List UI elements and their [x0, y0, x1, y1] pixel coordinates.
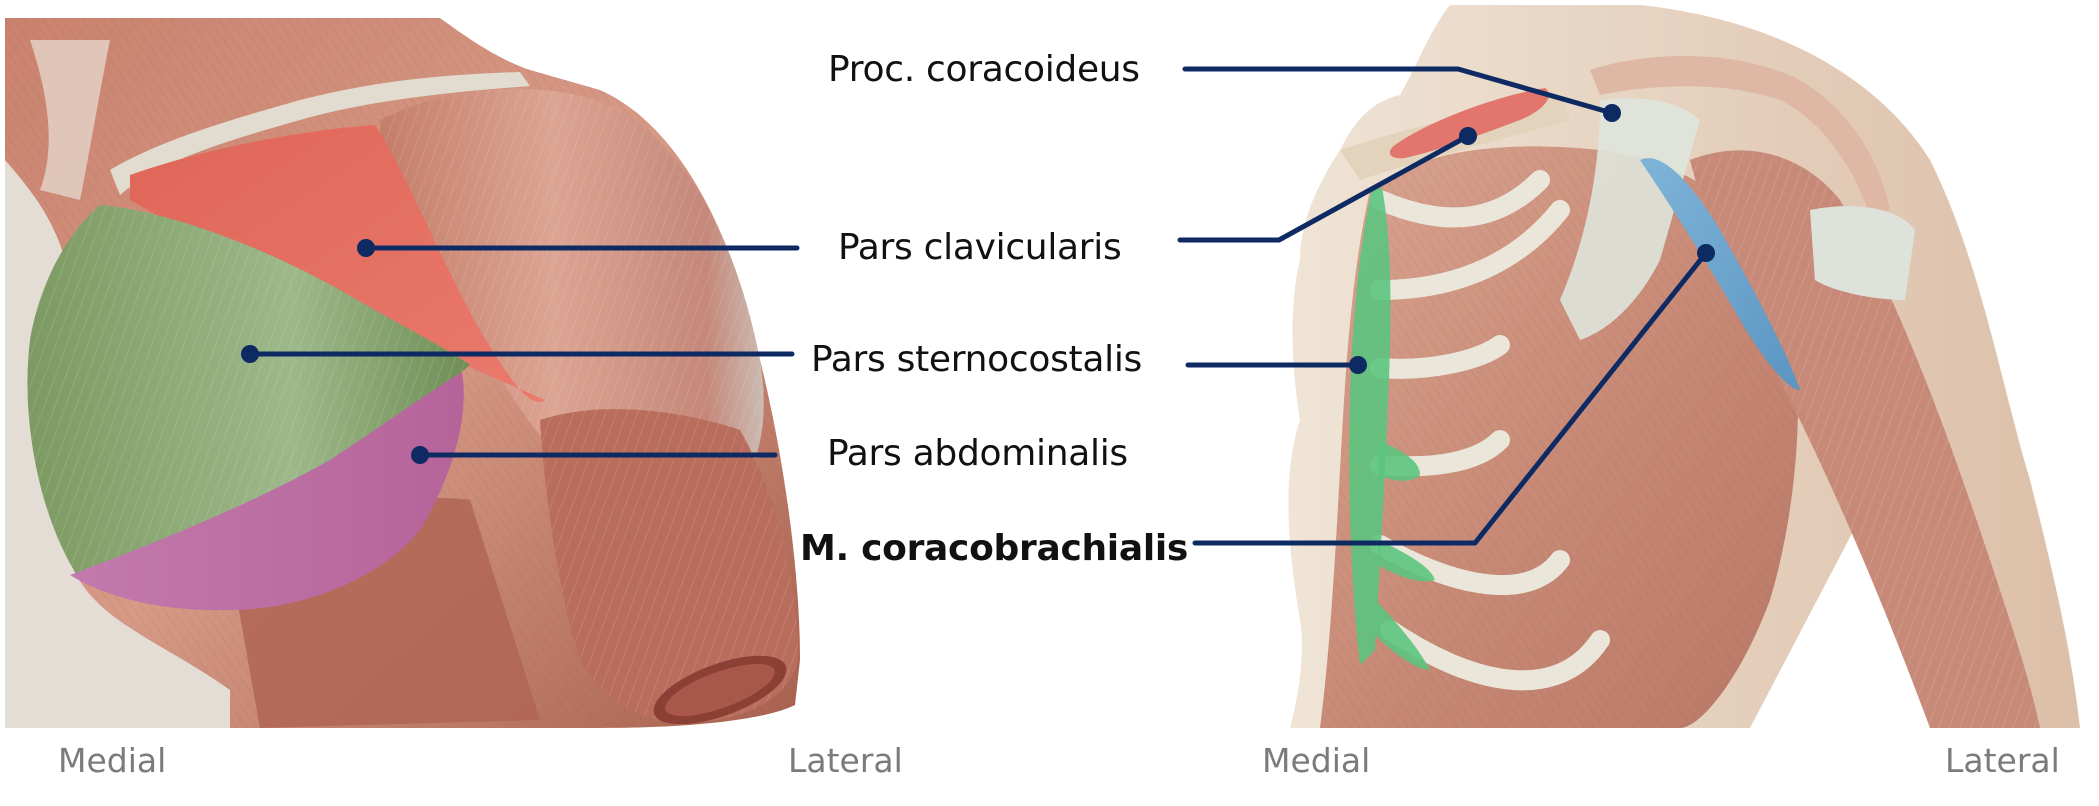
- marker-dots: [241, 104, 1715, 464]
- label-m-coracobrachialis: M. coracobrachialis: [800, 528, 1189, 569]
- leader-line-m-coracobrachialis: [1192, 250, 1709, 546]
- marker-dot-m-coracobrachialis: [1697, 244, 1715, 262]
- marker-dot-pars-abdominalis-left: [411, 446, 429, 464]
- label-pars-clavicularis: Pars clavicularis: [838, 227, 1122, 268]
- marker-dot-pars-clavicularis-right: [1459, 127, 1477, 145]
- right-illustration: [1288, 5, 2080, 729]
- right-orientation-lateral: Lateral: [1945, 741, 2060, 780]
- label-pars-sternocostalis: Pars sternocostalis: [811, 339, 1142, 380]
- leader-lines: [247, 66, 1709, 546]
- marker-dot-pars-sternocostalis-right: [1349, 356, 1367, 374]
- label-pars-abdominalis: Pars abdominalis: [827, 433, 1128, 474]
- leader-line-proc-coracoideus: [1182, 66, 1615, 116]
- left-orientation-lateral: Lateral: [788, 741, 903, 780]
- left-orientation-medial: Medial: [58, 741, 167, 780]
- left-illustration: [5, 18, 800, 728]
- marker-dot-proc-coracoideus: [1603, 104, 1621, 122]
- right-orientation-medial: Medial: [1262, 741, 1371, 780]
- leader-line-pars-clavicularis-right: [1177, 133, 1471, 243]
- marker-dot-pars-clavicularis-left: [357, 239, 375, 257]
- marker-dot-pars-sternocostalis-left: [241, 345, 259, 363]
- label-proc-coracoideus: Proc. coracoideus: [828, 49, 1140, 90]
